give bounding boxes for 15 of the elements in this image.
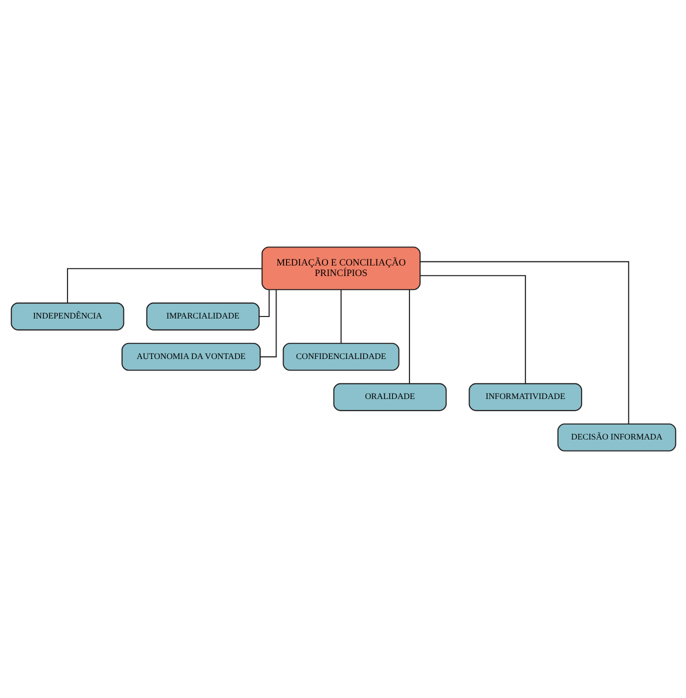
node-box: DECISÃO INFORMADA [556,423,676,452]
connector [260,290,276,358]
node-box: INFORMATIVIDADE [468,383,582,412]
node-box: AUTONOMIA DA VONTADE [121,342,260,371]
connector [340,290,342,344]
node-box: ORALIDADE [332,383,446,412]
connector [420,261,629,424]
node-box: MEDIAÇÃO E CONCILIAÇÃO PRINCÍPIOS [261,246,420,290]
connector [408,290,410,384]
connector [66,268,262,303]
connector [420,275,526,384]
connector [258,290,270,318]
node-box: CONFIDENCIALIDADE [282,342,399,371]
node-box: IMPARCIALIDADE [146,302,260,330]
node-box: INDEPENDÊNCIA [10,302,124,330]
